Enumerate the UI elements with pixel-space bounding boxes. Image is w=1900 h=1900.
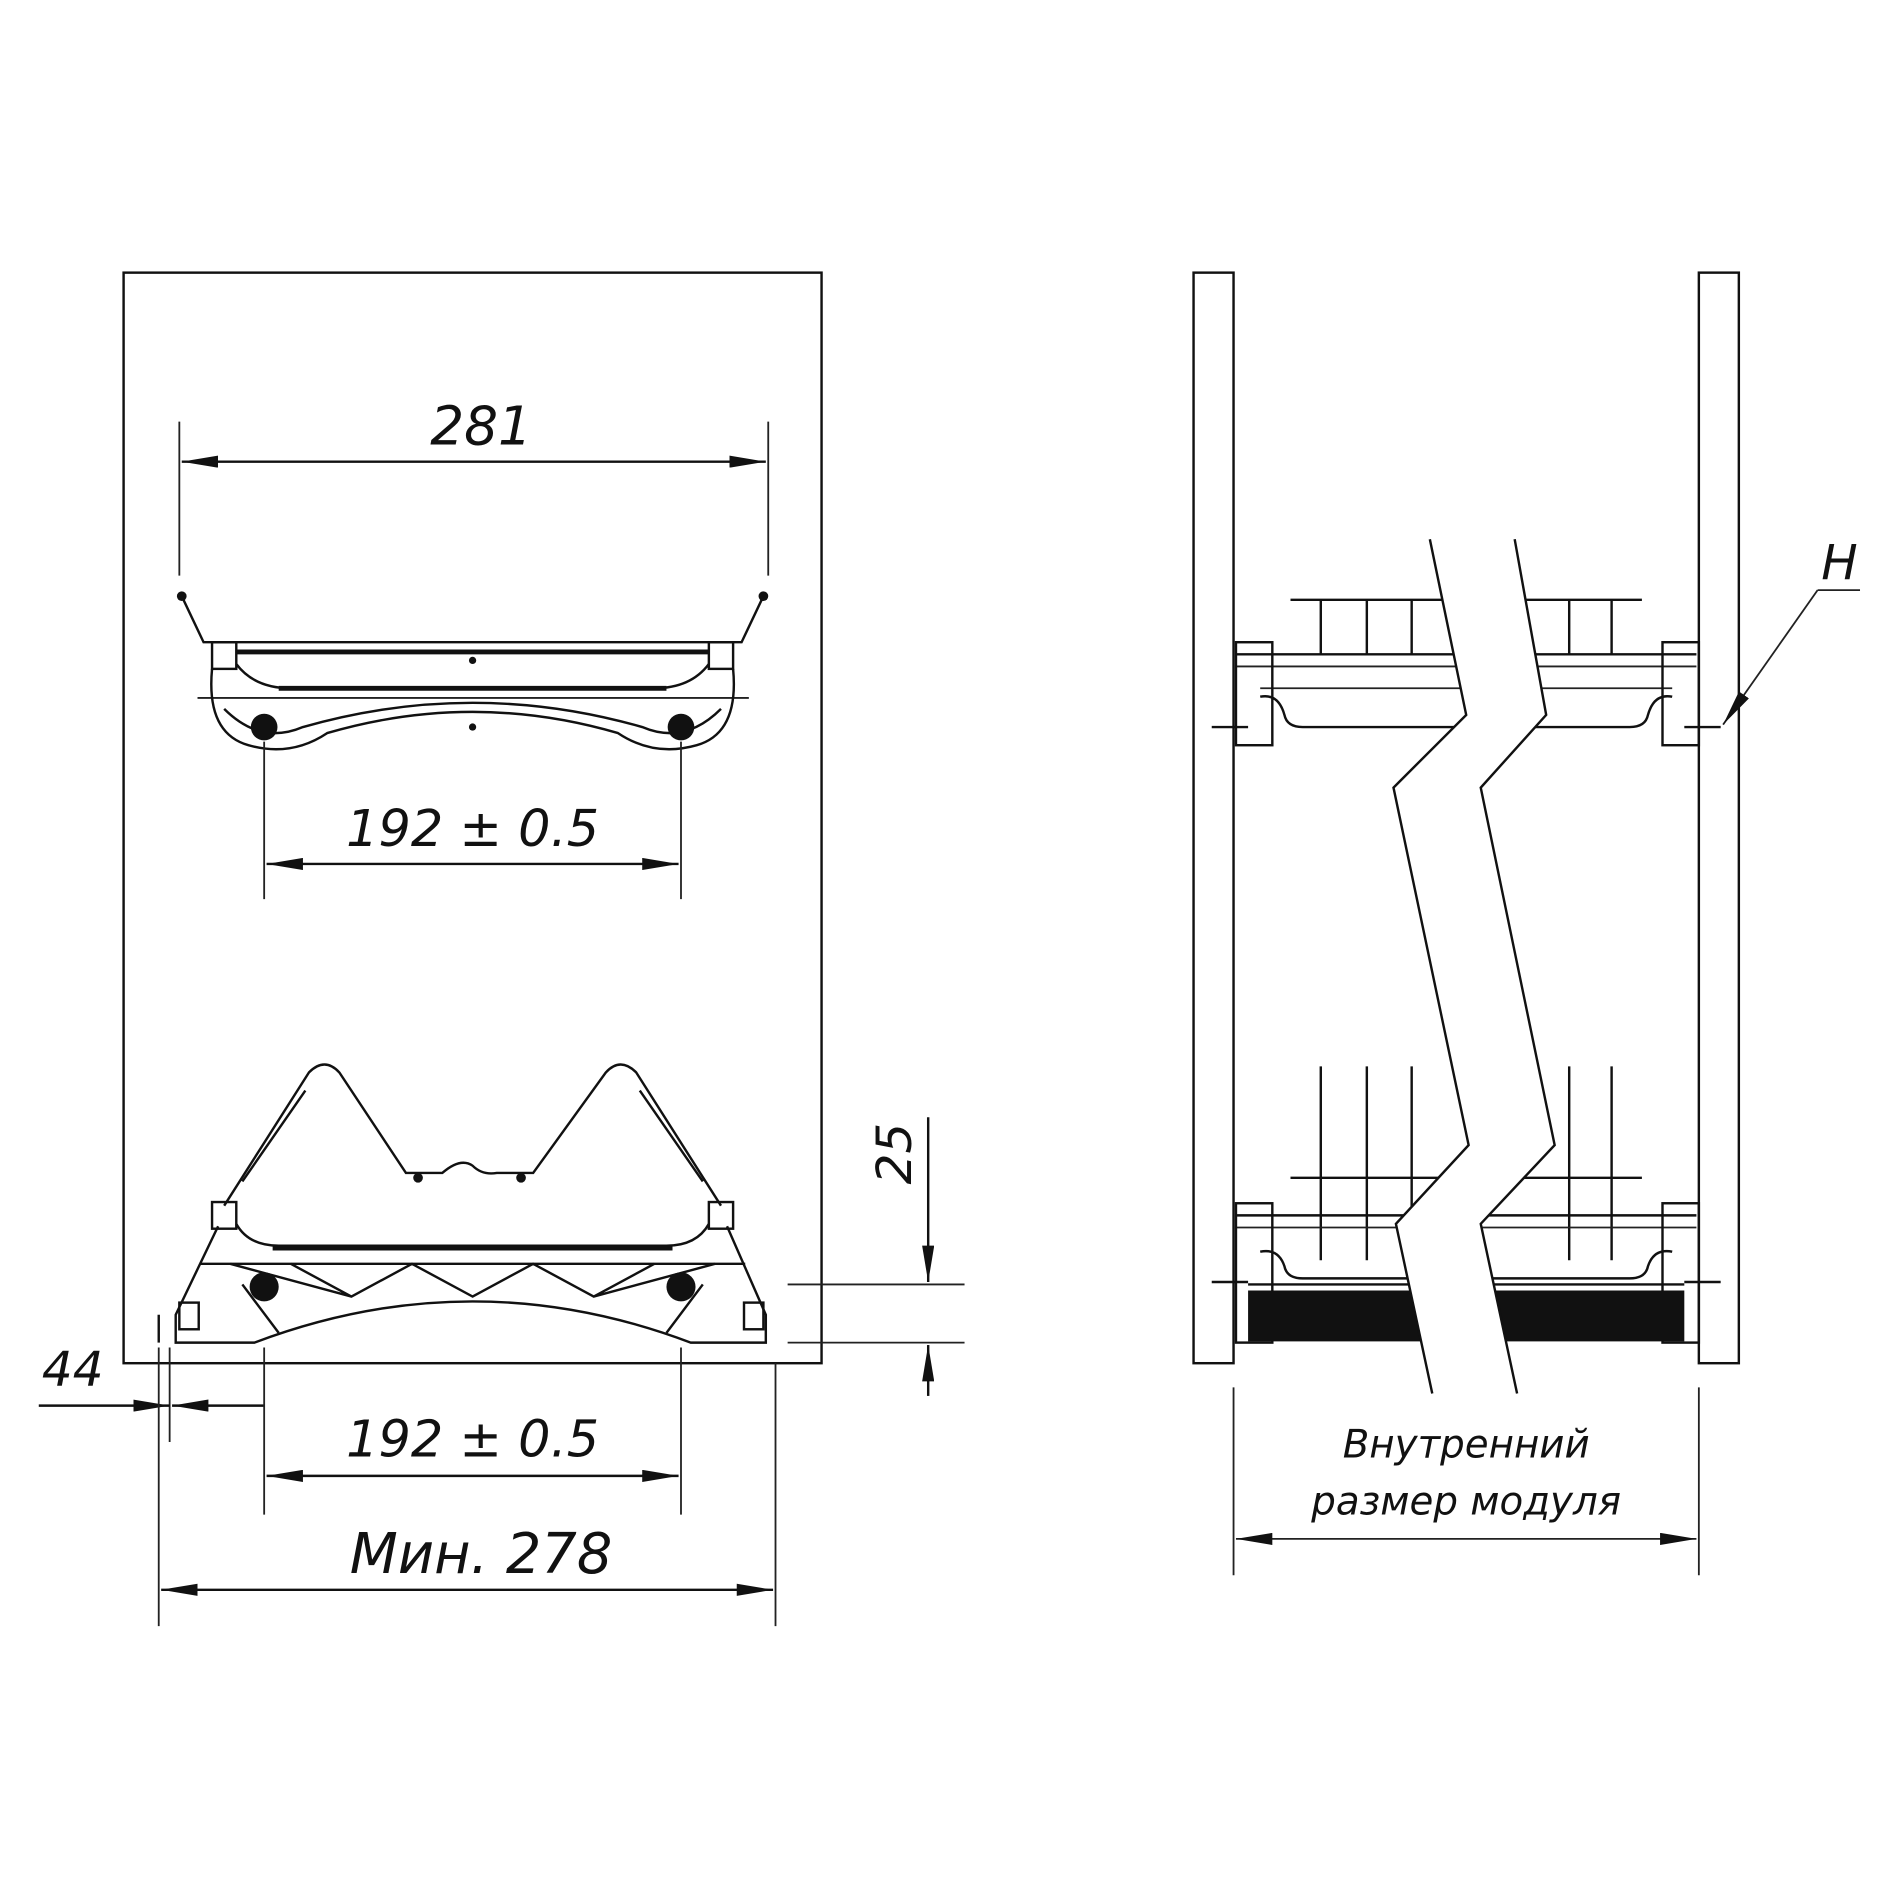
right-side-panel (1697, 271, 1741, 1365)
h-callout: H (1722, 535, 1861, 726)
dimension-min-278: Мин. 278 (157, 1347, 777, 1627)
h-label: H (1821, 535, 1857, 591)
dimension-label: 25 (867, 1123, 923, 1185)
dimension-label: Мин. 278 (350, 1522, 613, 1587)
dimension-label: 192 ± 0.5 (346, 800, 599, 859)
dimension-192-bottom: 192 ± 0.5 (263, 1347, 682, 1515)
dimension-label-line1: Внутренний (1343, 1423, 1590, 1468)
dimension-label: 44 (42, 1342, 104, 1398)
break-line-left (1392, 538, 1470, 1394)
break-gap (1393, 539, 1555, 1394)
dimension-281: 281 (178, 396, 770, 576)
dimension-25: 25 (787, 1117, 965, 1396)
dimension-44: 44 (38, 1342, 265, 1442)
dimension-label: 281 (430, 396, 532, 458)
dimension-inner-size: Внутренний размер модуля (1232, 1387, 1700, 1576)
dimension-label: 192 ± 0.5 (346, 1411, 599, 1470)
dimension-label-line2: размер модуля (1310, 1480, 1621, 1525)
cabinet-outline (122, 271, 823, 1365)
dimension-192-top: 192 ± 0.5 (263, 741, 682, 900)
left-side-panel (1192, 271, 1235, 1365)
side-view: H Внутренний размер модуля (1192, 271, 1861, 1576)
bottom-basket (157, 1063, 768, 1344)
top-basket (176, 591, 769, 751)
break-line-right (1479, 539, 1556, 1394)
front-view: 281 192 ± 0.5 (38, 271, 965, 1627)
